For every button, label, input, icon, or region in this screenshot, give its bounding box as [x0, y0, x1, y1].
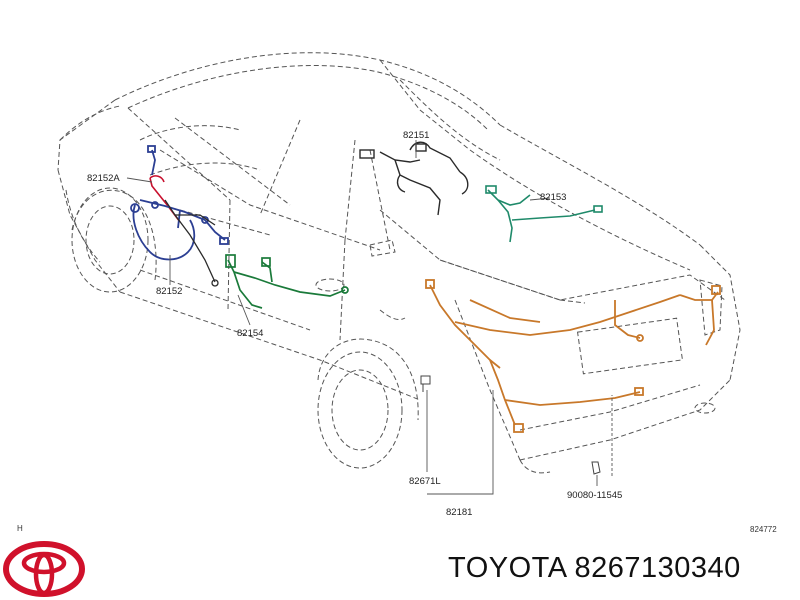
leader-lines [126, 140, 613, 495]
bolt-90080 [591, 461, 601, 475]
corner-marker: H [17, 524, 23, 533]
label-82153: 82153 [540, 192, 566, 203]
harness-82154 [225, 254, 349, 309]
diagram-code: 824772 [750, 525, 777, 534]
label-82154: 82154 [237, 328, 263, 339]
car-body-outline [57, 52, 741, 474]
label-82152: 82152 [156, 286, 182, 297]
brand-part-number: TOYOTA 8267130340 [448, 552, 741, 584]
label-90080-11545: 90080-11545 [567, 490, 622, 501]
toyota-logo [3, 541, 85, 597]
label-82181: 82181 [446, 507, 472, 518]
harness-82152 [130, 145, 229, 261]
harness-dash-dark [164, 199, 219, 287]
harness-82153 [485, 185, 603, 243]
label-82671l: 82671L [409, 476, 441, 487]
harness-82151 [359, 141, 469, 216]
connector-82671l [420, 375, 431, 392]
label-82151: 82151 [403, 130, 429, 141]
harness-82181 [425, 279, 721, 433]
label-82152a: 82152A [87, 173, 120, 184]
